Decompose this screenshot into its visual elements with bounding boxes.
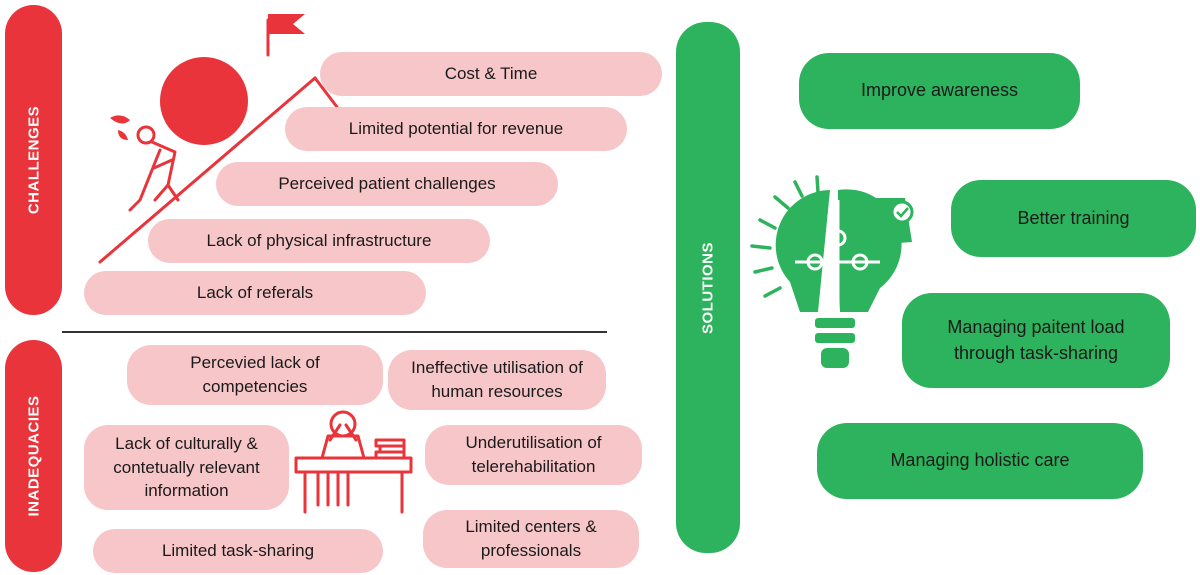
challenge-item-patient: Perceived patient challenges (216, 162, 558, 206)
solution-item-task-sharing: Managing paitent load through task-shari… (902, 293, 1170, 388)
challenges-label: CHALLENGES (25, 105, 42, 215)
solutions-bar: SOLUTIONS (676, 22, 740, 553)
inadequacy-item-competencies: Percevied lack of competencies (127, 345, 383, 405)
challenge-item-referals: Lack of referals (84, 271, 426, 315)
section-divider (62, 331, 607, 333)
solution-item-holistic-care: Managing holistic care (817, 423, 1143, 499)
inadequacies-label: INADEQUACIES (25, 395, 42, 517)
challenge-item-revenue: Limited potential for revenue (285, 107, 627, 151)
inadequacy-item-task-sharing: Limited task-sharing (93, 529, 383, 573)
solution-item-training: Better training (951, 180, 1196, 257)
challenges-bar: CHALLENGES (5, 5, 62, 315)
inadequacy-item-human-resources: Ineffective utilisation of human resourc… (388, 350, 606, 410)
inadequacy-item-cultural-info: Lack of culturally & contetually relevan… (84, 425, 289, 510)
challenge-item-cost-time: Cost & Time (320, 52, 662, 96)
solution-item-awareness: Improve awareness (799, 53, 1080, 129)
solutions-label: SOLUTIONS (699, 241, 717, 334)
challenge-item-infrastructure: Lack of physical infrastructure (148, 219, 490, 263)
inadequacy-item-telerehab: Underutilisation of telerehabilitation (425, 425, 642, 485)
inadequacies-bar: INADEQUACIES (5, 340, 62, 572)
inadequacy-item-centers: Limited centers & professionals (423, 510, 639, 568)
